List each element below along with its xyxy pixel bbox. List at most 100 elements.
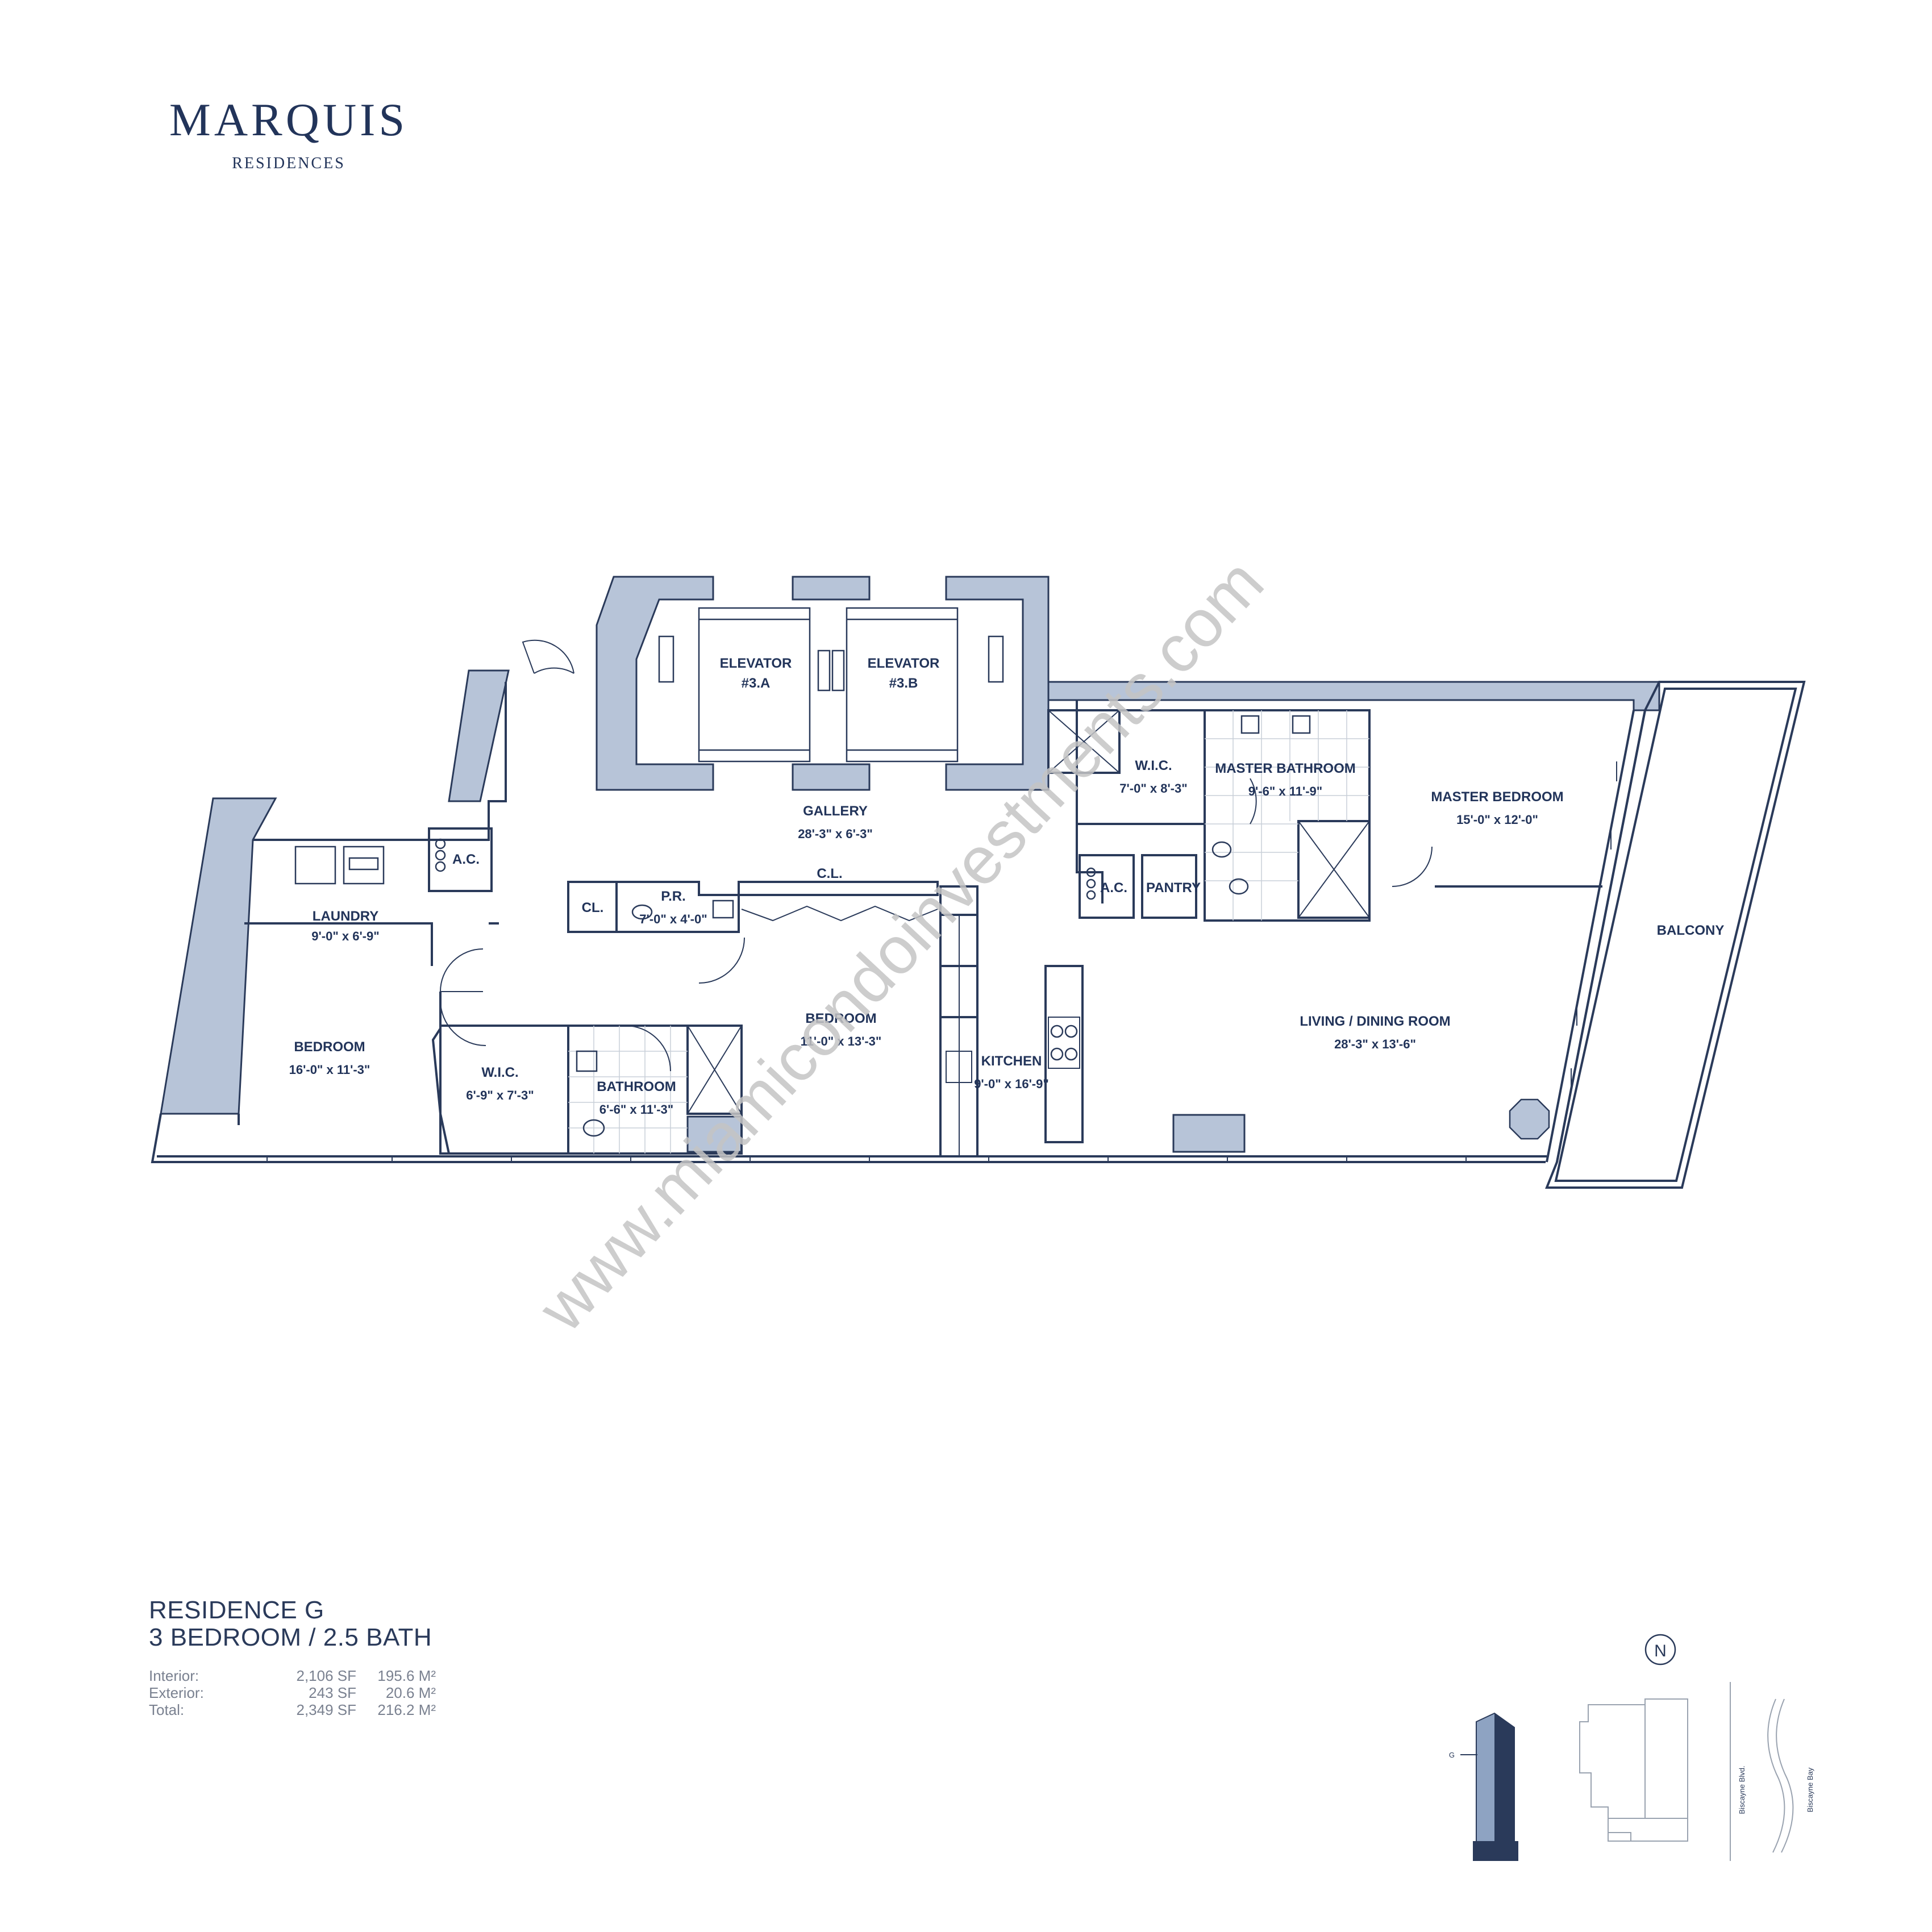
ac-dot-6 xyxy=(1086,890,1096,900)
area-m2: 20.6 M² xyxy=(385,1684,436,1701)
brand-subtitle: RESIDENCES xyxy=(232,155,345,172)
bath-shower xyxy=(686,1025,743,1115)
mech-shaft xyxy=(1047,709,1121,774)
kitchen-island xyxy=(1044,965,1084,1143)
label-gallery: GALLERY xyxy=(803,803,868,819)
east-exterior-wall xyxy=(1546,710,1635,1163)
dryer-panel xyxy=(348,857,379,871)
north-label: N xyxy=(1654,1642,1667,1660)
label-ac-left: A.C. xyxy=(452,852,480,867)
window-mullions xyxy=(267,1156,1467,1162)
balcony-railing xyxy=(1554,688,1797,1182)
master-suite-west-wall xyxy=(1076,700,1104,903)
toilet-powder xyxy=(631,904,653,920)
ac-dot-2 xyxy=(435,850,446,861)
unit-info: RESIDENCE G 3 BEDROOM / 2.5 BATH Interio… xyxy=(149,1597,436,1718)
label-wic-master: W.I.C. xyxy=(1135,758,1172,773)
washer xyxy=(294,846,336,885)
area-sf: 2,349 SF xyxy=(296,1701,356,1718)
dims-wic-master: 7'-0" x 8'-3" xyxy=(1119,781,1187,796)
sliding-door-arrows xyxy=(1571,761,1617,1088)
label-bathroom: BATHROOM xyxy=(597,1079,676,1094)
balcony-outline xyxy=(1545,681,1806,1189)
label-elevator-b: ELEVATOR xyxy=(868,656,940,671)
sink-bath xyxy=(576,1050,598,1072)
shoreline-icon xyxy=(1767,1698,1785,1853)
burner-3 xyxy=(1050,1047,1064,1061)
ac-dot-5 xyxy=(1086,878,1096,889)
area-table: Interior: 2,106 SF 195.6 M² Exterior: 24… xyxy=(149,1667,436,1718)
label-master-bath: MASTER BATHROOM xyxy=(1215,761,1356,776)
closet-wall xyxy=(738,881,939,896)
master-shower-x2 xyxy=(1298,821,1370,918)
brand-name: MARQUIS xyxy=(169,94,409,145)
water-label: Biscayne Bay xyxy=(1806,1767,1814,1812)
kitchen-sink xyxy=(946,1051,972,1083)
pantry-box xyxy=(1141,854,1197,919)
dims-bedroom-left: 16'-0" x 11'-3" xyxy=(289,1063,370,1077)
living-column xyxy=(1172,1114,1246,1153)
dims-living: 28'-3" x 13'-6" xyxy=(1334,1037,1416,1051)
master-bidet xyxy=(1229,878,1249,895)
area-label: Exterior: xyxy=(149,1684,204,1701)
brand-logo: MARQUIS RESIDENCES xyxy=(152,97,425,173)
burner-2 xyxy=(1064,1025,1078,1038)
master-bath-wall xyxy=(1204,709,1371,922)
unit-name: RESIDENCE G xyxy=(149,1596,324,1624)
core-wall-mid-top xyxy=(792,576,871,601)
area-row-total: Total: 2,349 SF 216.2 M² xyxy=(149,1701,436,1718)
burner-4 xyxy=(1064,1047,1078,1061)
laundry-south-wall xyxy=(244,922,433,966)
master-sink-1 xyxy=(1240,715,1260,734)
dims-bathroom: 6'-6" x 11'-3" xyxy=(599,1102,673,1117)
dims-gallery: 28'-3" x 6'-3" xyxy=(798,827,873,841)
south-exterior-wall xyxy=(151,1113,1546,1163)
area-m2: 216.2 M² xyxy=(377,1701,436,1718)
label-master-bedroom: MASTER BEDROOM xyxy=(1431,789,1563,805)
area-sf: 243 SF xyxy=(309,1684,356,1701)
label-pantry: PANTRY xyxy=(1146,880,1201,896)
label-closet: C.L. xyxy=(817,866,842,881)
counterweight-b xyxy=(988,635,1004,683)
key-plan: N G Biscayne Blvd. Biscayne Bay xyxy=(1449,1634,1814,1861)
dryer xyxy=(343,846,385,885)
door-swings xyxy=(440,639,1433,1072)
master-shower xyxy=(1297,820,1371,919)
north-compass-icon xyxy=(1644,1634,1676,1665)
area-row-exterior: Exterior: 243 SF 20.6 M² xyxy=(149,1684,436,1701)
ac-closet-left xyxy=(428,827,493,892)
toilet-bath xyxy=(582,1119,605,1137)
area-sf: 2,106 SF xyxy=(296,1667,356,1684)
area-m2: 195.6 M² xyxy=(377,1667,436,1684)
area-row-interior: Interior: 2,106 SF 195.6 M² xyxy=(149,1667,436,1684)
label-powder: P.R. xyxy=(661,889,686,904)
dims-master-bath: 9'-6" x 11'-9" xyxy=(1248,784,1322,798)
rail-center-a xyxy=(817,649,831,692)
bath-column xyxy=(686,1115,743,1153)
ac-closet-right xyxy=(1079,854,1135,919)
west-shear-wall xyxy=(160,797,277,1115)
tile-grid xyxy=(568,710,1369,1154)
laundry-wall xyxy=(253,682,507,841)
closet-doors xyxy=(741,905,938,922)
shaft-x2 xyxy=(1048,710,1120,773)
tower-podium xyxy=(1473,1841,1518,1861)
label-kitchen: KITCHEN xyxy=(981,1054,1042,1069)
label-ac-right: A.C. xyxy=(1100,880,1127,896)
ac-dot-3 xyxy=(435,861,446,872)
unit-type: 3 BEDROOM / 2.5 BATH xyxy=(149,1623,432,1651)
rail-center-b xyxy=(831,649,845,692)
counterweight-a xyxy=(658,635,674,683)
site-hatch xyxy=(1608,1818,1688,1842)
core-wall-west xyxy=(596,576,714,791)
label-laundry: LAUNDRY xyxy=(313,909,378,924)
left-bedroom-east-wall xyxy=(431,992,450,1154)
street-label: Biscayne Blvd. xyxy=(1738,1766,1746,1814)
dims-master-bedroom: 15'-0" x 12'-0" xyxy=(1456,813,1538,827)
label-bedroom-left: BEDROOM xyxy=(294,1039,365,1055)
ac-dot-4 xyxy=(1086,867,1096,877)
area-label: Interior: xyxy=(149,1667,199,1684)
sink-powder xyxy=(712,900,734,919)
core-wall-east xyxy=(945,576,1050,791)
tower-shadow xyxy=(1494,1713,1514,1855)
